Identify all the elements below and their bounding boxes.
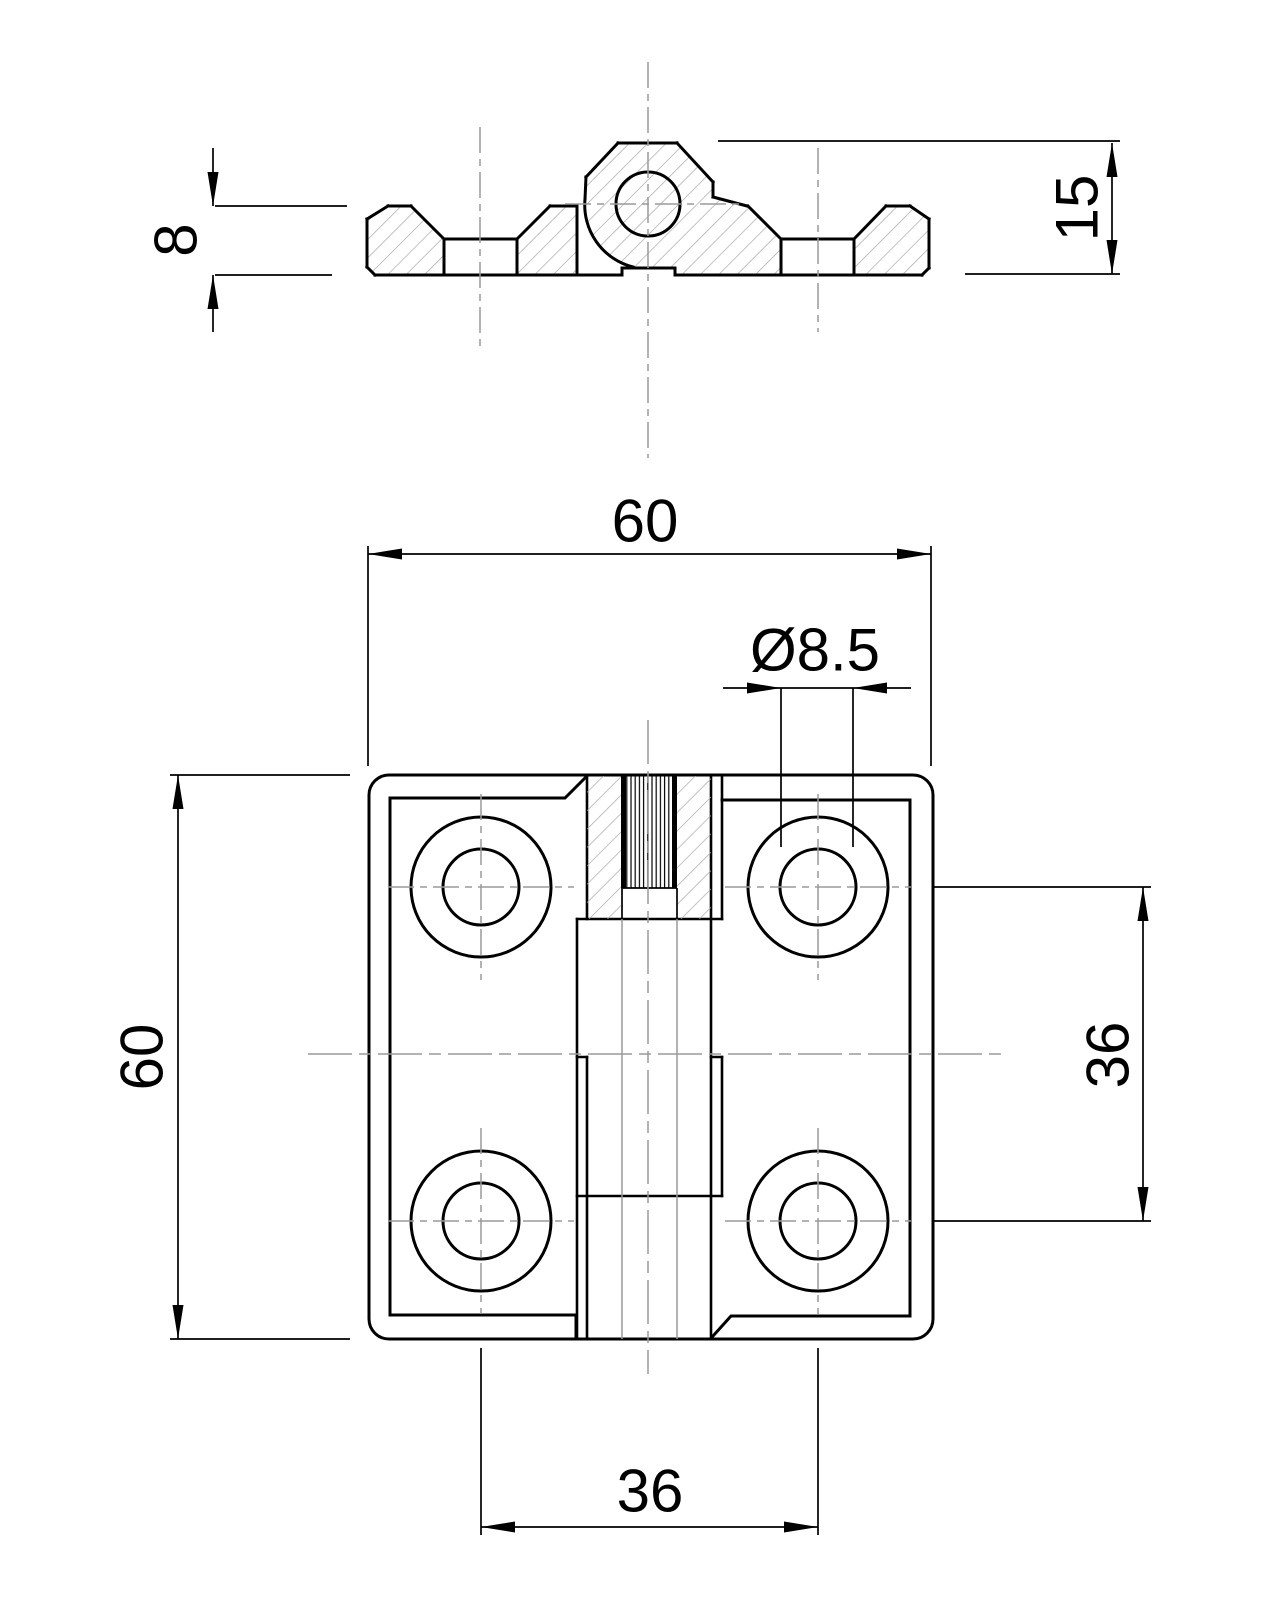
arrow-icon [784,1521,818,1533]
thread-hatch [626,776,672,888]
thread-edge-right [672,776,677,888]
arrow-icon [747,682,781,694]
arrow-icon [172,775,184,809]
dim-text-hole-diameter: Ø8.5 [750,617,880,684]
arrow-icon [172,1305,184,1339]
dimension-hole-spacing-vertical: 36 [934,886,1151,1222]
arrow-icon [1137,887,1149,921]
plate-outline [364,203,932,278]
knuckle-section-cut [587,776,711,919]
plan-centerlines [308,720,1008,1374]
dimension-plate-thickness: 8 [143,148,347,332]
dimension-overall-height: 15 [718,140,1120,275]
arrow-icon [897,548,931,560]
dimension-hole-diameter: Ø8.5 [723,617,911,847]
dimension-hole-spacing-horizontal: 36 [480,1348,819,1535]
section-centerlines [479,62,819,458]
arrow-icon [368,548,402,560]
dimension-overall-width: 60 [367,488,932,766]
dim-text-overall-width: 60 [612,488,679,555]
arrow-icon [1106,240,1118,274]
dimension-overall-depth: 60 [109,774,350,1340]
right-leaf-outline [710,798,912,1339]
hinge-body-outline [367,773,935,1341]
section-view [364,62,932,458]
arrow-icon [481,1521,515,1533]
dim-text-overall-height: 15 [1044,175,1111,242]
dim-text-hole-spacing-horizontal: 36 [617,1458,684,1525]
dim-text-overall-depth: 60 [109,1024,176,1091]
dim-text-hole-spacing-vertical: 36 [1075,1022,1142,1089]
thread-edge-left [621,776,626,888]
dim-text-plate-thickness: 8 [143,223,210,256]
arrow-icon [1137,1187,1149,1221]
arrow-icon [853,682,887,694]
arrow-icon [1106,143,1118,177]
plan-view [308,720,1008,1374]
arrow-icon [207,275,219,309]
arrow-icon [207,172,219,206]
